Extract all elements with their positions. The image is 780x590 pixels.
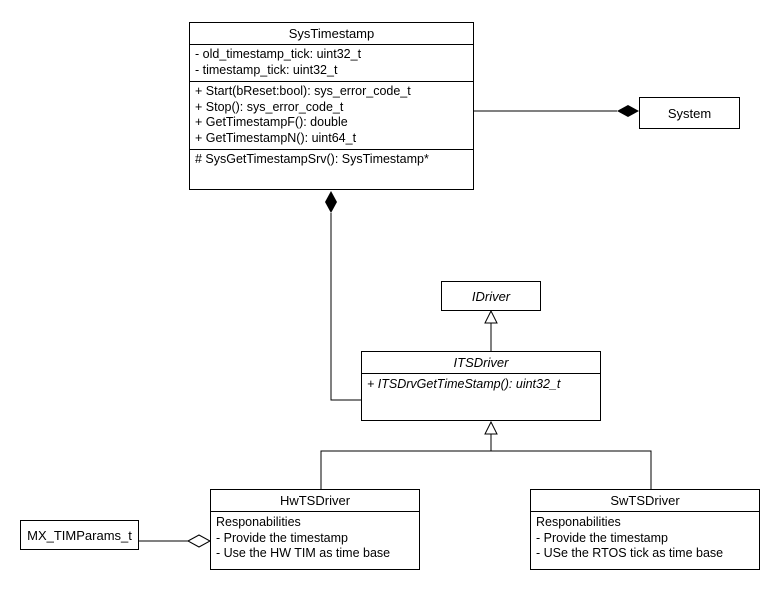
class-hwtsdriver: HwTSDriver Responabilities - Provide the… [210, 489, 420, 570]
responsibility: - Provide the timestamp [216, 530, 348, 545]
class-title: MX_TIMParams_t [27, 527, 132, 543]
class-title: HwTSDriver [211, 490, 419, 512]
composition-diamond-systimestamp [325, 191, 337, 213]
class-title: IDriver [471, 288, 511, 304]
class-mx-timparams: MX_TIMParams_t [20, 520, 139, 550]
class-title: SysTimestamp [190, 23, 473, 45]
aggregation-diamond [186, 534, 212, 548]
attribute: - timestamp_tick: uint32_t [195, 62, 338, 77]
operations-section: + Start(bReset:bool): sys_error_code_t +… [190, 82, 473, 150]
generalization-arrow-idriver [484, 309, 498, 324]
generalization-arrow-itsdriver [484, 420, 498, 435]
operation: # SysGetTimestampSrv(): SysTimestamp* [195, 152, 429, 166]
responsibility: - USe the RTOS tick as time base [536, 546, 724, 560]
class-system: System [639, 97, 740, 129]
class-title: SwTSDriver [531, 490, 759, 512]
operation: + ITSDrvGetTimeStamp(): uint32_t [367, 377, 561, 391]
responsibility: - Provide the timestamp [536, 530, 668, 545]
class-systimestamp: SysTimestamp - old_timestamp_tick: uint3… [189, 22, 474, 190]
attribute: - old_timestamp_tick: uint32_t [195, 47, 362, 61]
class-idriver: IDriver [441, 281, 541, 311]
class-swtsdriver: SwTSDriver Responabilities - Provide the… [530, 489, 760, 570]
operations-section: + ITSDrvGetTimeStamp(): uint32_t [362, 374, 600, 396]
composition-diamond-system [617, 105, 639, 117]
attributes-section: - old_timestamp_tick: uint32_t - timesta… [190, 45, 473, 82]
operation: + Stop(): sys_error_code_t [195, 99, 344, 114]
responsibilities-section: Responabilities - Provide the timestamp … [211, 512, 419, 565]
operation: + Start(bReset:bool): sys_error_code_t [195, 84, 411, 98]
responsibility: Responabilities [536, 515, 621, 529]
operation: + GetTimestampN(): uint64_t [195, 130, 357, 145]
generalization-branches [320, 450, 652, 489]
operation: + GetTimestampF(): double [195, 115, 348, 129]
responsibility: Responabilities [216, 515, 301, 529]
class-itsdriver: ITSDriver + ITSDrvGetTimeStamp(): uint32… [361, 351, 601, 421]
responsibility: - Use the HW TIM as time base [216, 546, 391, 560]
class-title: System [667, 105, 712, 121]
responsibilities-section: Responabilities - Provide the timestamp … [531, 512, 759, 565]
composition-line-itsdriver [330, 213, 361, 401]
class-title: ITSDriver [362, 352, 600, 374]
static-operations-section: # SysGetTimestampSrv(): SysTimestamp* [190, 150, 473, 171]
